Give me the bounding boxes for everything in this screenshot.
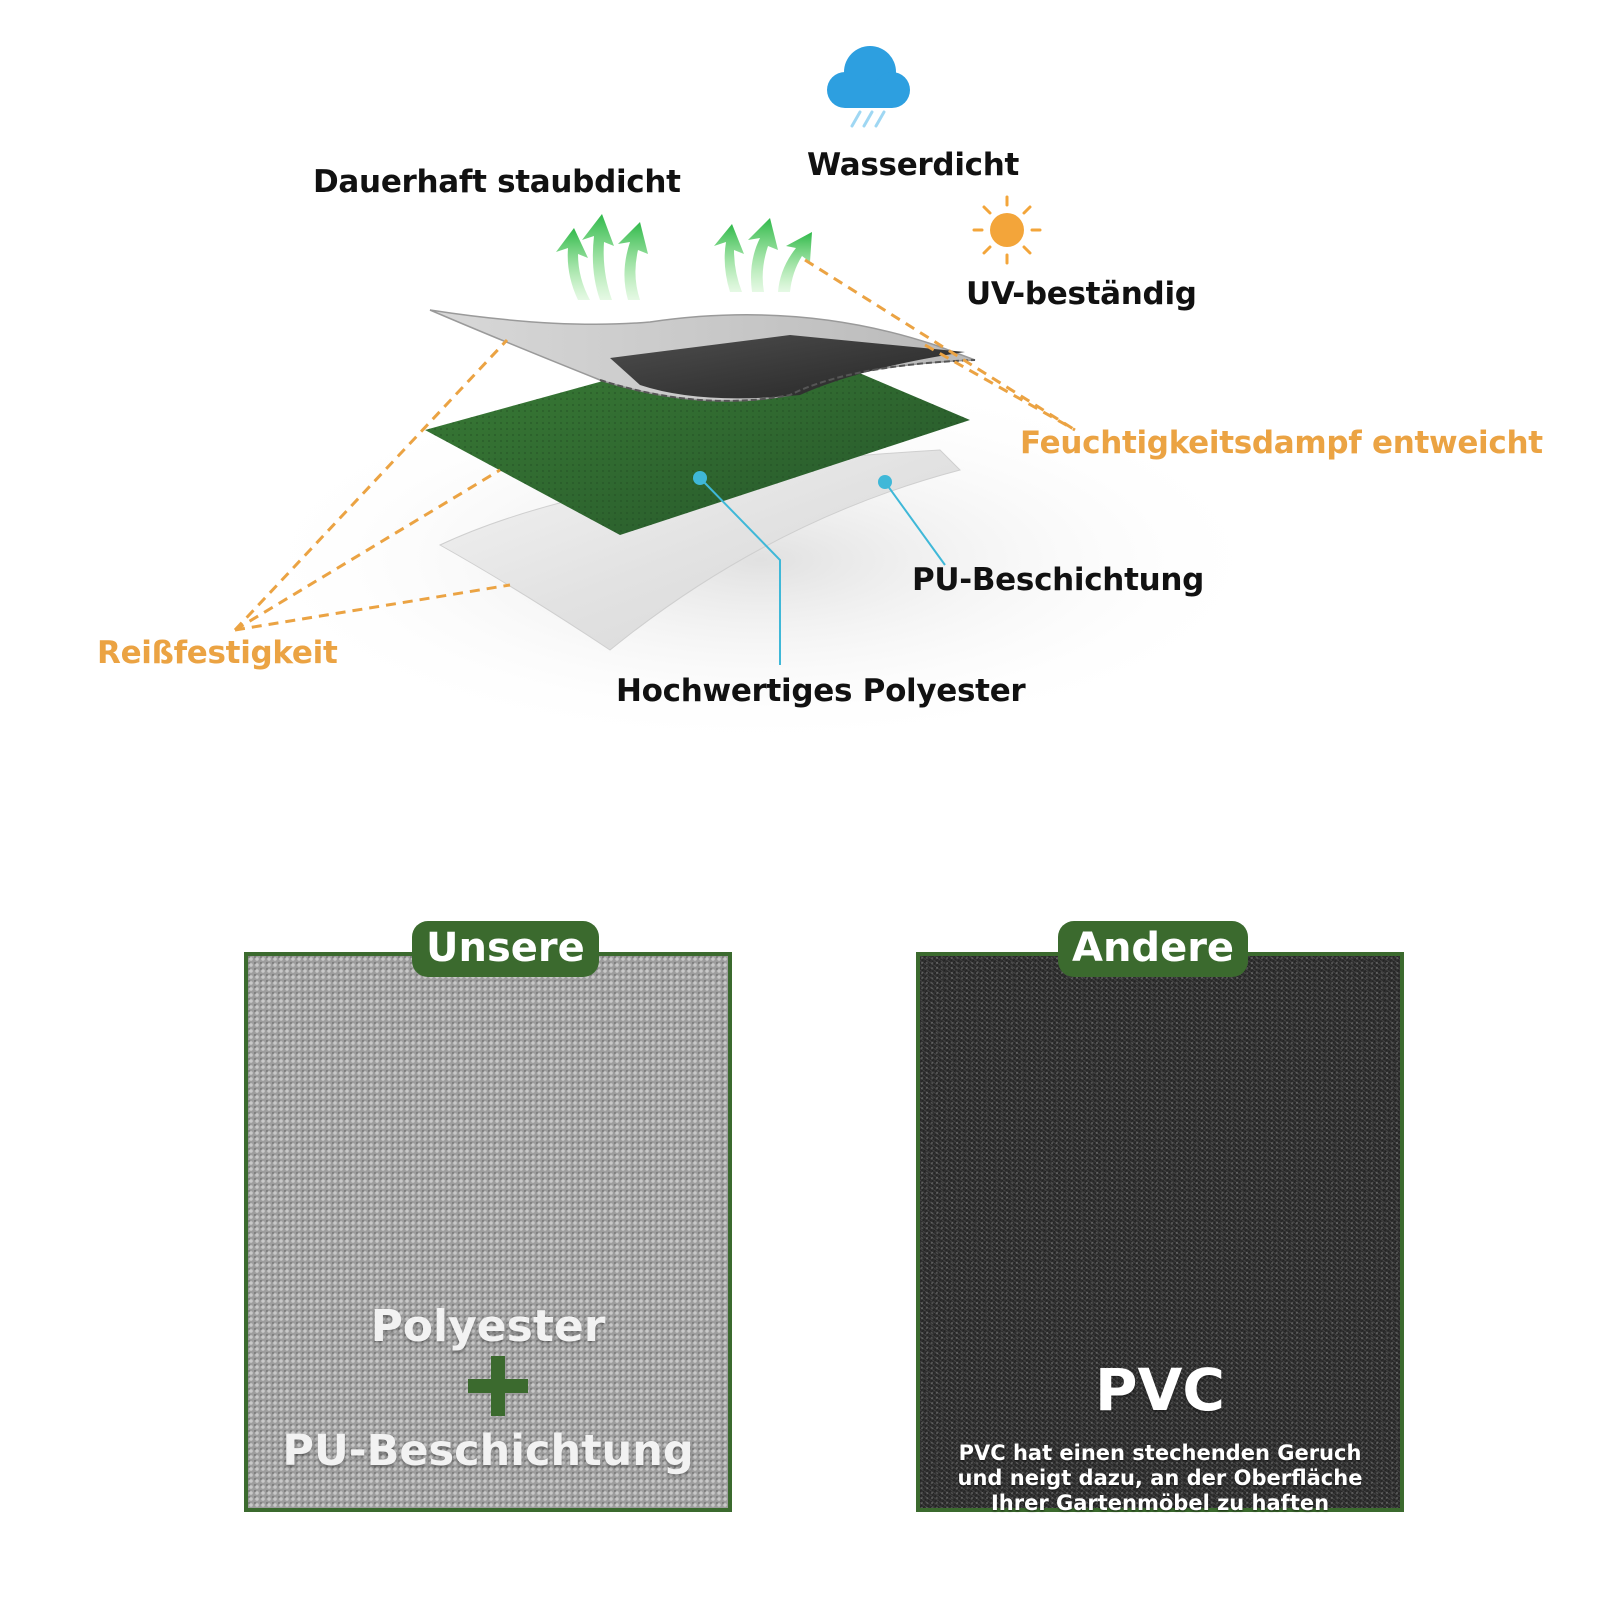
label-tear-resistance: Reißfestigkeit [97,635,338,671]
label-polyester: Hochwertiges Polyester [616,673,1026,709]
label-waterproof: Wasserdicht [807,147,1020,183]
ours-material-line1: Polyester [370,1301,606,1352]
ours-tab-label: Unsere [412,921,599,977]
ours-material-line2: PU-Beschichtung [282,1426,694,1476]
others-material-title: PVC [1095,1356,1225,1424]
rain-cloud-icon [827,46,910,128]
dark-inner-panel [610,335,965,399]
label-pu-coating: PU-Beschichtung [912,562,1205,598]
others-fabric-panel: PVC PVC hat einen stechenden Geruch und … [916,952,1404,1515]
annotation-lines [233,258,1076,632]
material-layers-diagram [233,46,1280,750]
label-vapor-escapes: Feuchtigkeitsdampf entweicht [1020,425,1543,461]
label-dustproof: Dauerhaft staubdicht [313,164,681,200]
pointer-lines [699,477,946,665]
pointer-dot [693,471,707,485]
others-material-description: PVC hat einen stechenden Geruch und neig… [957,1441,1363,1515]
sun-icon [972,195,1042,265]
pointer-dot [878,475,892,489]
label-uv-resistant: UV-beständig [966,276,1197,312]
ours-fabric-panel: Polyester PU-Beschichtung [244,952,732,1512]
up-arrows-icon [556,214,812,300]
others-tab-label: Andere [1058,921,1249,977]
plus-icon [468,1356,528,1416]
